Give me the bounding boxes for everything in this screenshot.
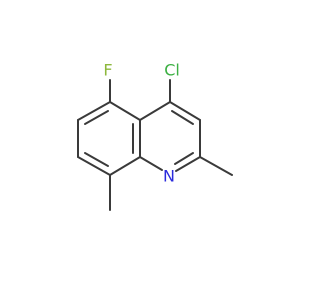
chlorine-atom-label: Cl [164,61,180,80]
double-bond-c7-c8-inner [84,152,109,167]
double-bond-c5-c6-inner [84,110,109,125]
nitrogen-atom-label: N [163,167,175,186]
bond-n1-c8a [139,156,163,171]
bond-c5-c6 [77,101,111,121]
bond-c2-methyl [199,156,233,176]
bond-c4a-c5 [109,101,141,121]
double-bond-c4-c3-inner [171,110,194,125]
fluorine-atom-label: F [103,61,112,80]
bond-c2-n1 [175,156,201,172]
bond-c8-c8a [109,156,141,176]
bond-c7-c8 [77,156,111,176]
double-bond-c2-n1-inner [174,152,194,165]
bond-c4-c3 [169,101,201,121]
quinoline-structure-diagram: F Cl N [77,61,233,211]
bond-c4a-c4 [139,101,171,121]
